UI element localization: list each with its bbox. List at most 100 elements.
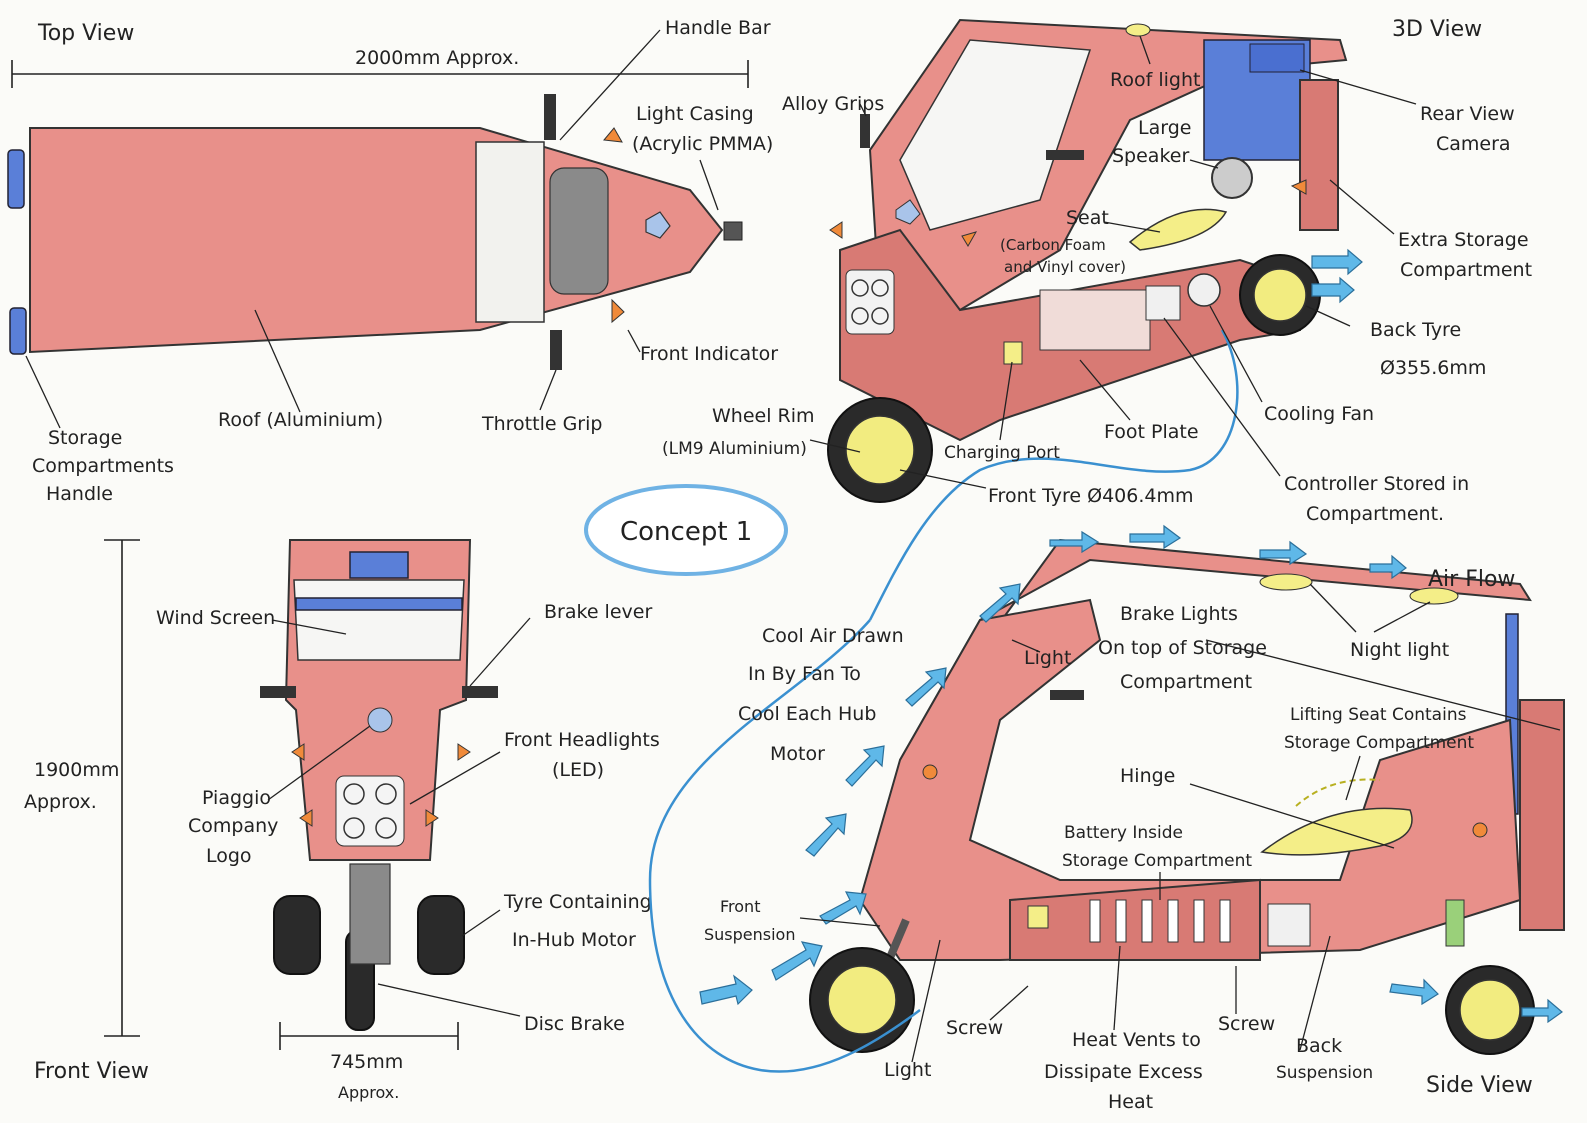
label-brake-lights-3: Compartment	[1120, 671, 1252, 693]
label-speaker-2: Speaker	[1112, 145, 1189, 167]
speaker-icon	[1211, 157, 1253, 199]
side-view: Side View	[648, 524, 1565, 1113]
label-lifting-seat-1: Lifting Seat Contains	[1290, 705, 1467, 725]
three-d-air-arrow-2	[1311, 276, 1355, 304]
label-screw-left: Screw	[946, 1017, 1003, 1039]
air-arrow-7	[979, 583, 1021, 623]
charging-port-icon	[1003, 341, 1023, 365]
indicator-top-icon	[603, 127, 623, 143]
label-controller-1: Controller Stored in	[1284, 473, 1469, 495]
three-d-windscreen	[899, 39, 1092, 231]
label-front-suspension-2: Suspension	[704, 925, 795, 944]
label-brake-lights-2: On top of Storage	[1098, 637, 1267, 659]
leader-logo	[267, 725, 371, 801]
side-air-arrows	[699, 524, 1563, 1024]
side-charging-icon	[1027, 905, 1049, 929]
air-arrow-11	[1369, 554, 1407, 580]
front-view: Front View 1900mm Approx. 745mm Approx.	[24, 539, 660, 1102]
light-casing-icon	[723, 221, 743, 241]
height-dimension-2: Approx.	[24, 791, 97, 813]
leader-controller	[1163, 317, 1281, 477]
side-heat-vents	[1089, 899, 1231, 943]
label-hinge: Hinge	[1120, 765, 1175, 787]
leader-disc-brake	[377, 983, 521, 1017]
label-rear-camera-2: Camera	[1436, 133, 1511, 155]
label-foot-plate: Foot Plate	[1104, 421, 1199, 443]
rear-light-icon	[1472, 822, 1488, 838]
label-brake-lever: Brake lever	[544, 601, 652, 623]
label-logo-1: Piaggio	[202, 787, 271, 809]
leader-lifting-seat	[1345, 755, 1361, 801]
front-left-tyre	[273, 895, 321, 975]
leader-screw-left	[989, 985, 1029, 1021]
leader-night-light-1	[1309, 583, 1357, 633]
vent-panel	[1039, 289, 1151, 351]
label-logo-3: Logo	[206, 845, 252, 867]
side-grip-icon	[1050, 690, 1084, 700]
front-indicator-low-right	[425, 809, 439, 827]
label-front-indicator: Front Indicator	[640, 343, 778, 365]
label-battery-1: Battery Inside	[1064, 823, 1183, 843]
label-seat-note-2: and Vinyl cover)	[1004, 258, 1126, 276]
label-seat-note-1: (Carbon Foam	[1000, 236, 1106, 254]
air-arrow-6	[905, 667, 947, 707]
label-logo-2: Company	[188, 815, 278, 837]
controller-plate	[1145, 285, 1181, 321]
leader-hinge	[1189, 783, 1395, 849]
side-storage-box	[1519, 699, 1565, 931]
leader-brake-lights	[1205, 639, 1561, 731]
front-right-tyre	[417, 895, 465, 975]
label-night-light: Night light	[1350, 639, 1449, 661]
leader-tyre-motor	[461, 909, 501, 937]
label-wheel-rim-1: Wheel Rim	[712, 405, 815, 427]
label-cool-air-2: In By Fan To	[748, 663, 861, 685]
label-extra-storage-1: Extra Storage	[1398, 229, 1529, 251]
air-arrow-4	[805, 813, 847, 857]
side-view-title: Side View	[1426, 1073, 1533, 1098]
label-handle-bar: Handle Bar	[665, 17, 771, 39]
front-indicator-left	[291, 743, 305, 761]
front-headlight-cluster	[335, 775, 405, 847]
label-roof-light: Roof light	[1110, 69, 1200, 91]
label-heat-vents-1: Heat Vents to	[1072, 1029, 1201, 1051]
three-d-back-rim	[1253, 268, 1307, 322]
leader-throttle	[539, 369, 557, 411]
storage-handle-bottom	[9, 307, 27, 355]
cooling-air-path-top	[868, 329, 1239, 621]
label-wheel-rim-2: (LM9 Aluminium)	[662, 439, 807, 459]
leader-extra-storage	[1329, 179, 1395, 235]
leader-light-top	[1011, 639, 1041, 653]
label-cool-air-4: Motor	[770, 743, 825, 765]
leader-camera	[1299, 69, 1417, 105]
label-back-tyre-2: Ø355.6mm	[1380, 357, 1486, 379]
three-d-headlight-icon	[845, 269, 895, 335]
front-indicator-icon	[611, 298, 625, 324]
leader-light-bottom	[911, 939, 941, 1063]
label-speaker-1: Large	[1138, 117, 1191, 139]
leader-heat-vents	[1113, 945, 1121, 1031]
label-back-suspension-1: Back	[1296, 1035, 1342, 1057]
air-arrow-13	[1521, 998, 1563, 1024]
label-front-tyre: Front Tyre Ø406.4mm	[988, 485, 1193, 507]
cooling-air-path-side	[648, 619, 921, 1073]
air-arrow-3	[819, 891, 867, 925]
roof-light-icon	[1125, 23, 1151, 37]
label-back-tyre-1: Back Tyre	[1370, 319, 1461, 341]
concept-badge: Concept 1	[584, 484, 788, 576]
front-indicator-low-left	[299, 809, 313, 827]
label-front-suspension-1: Front	[720, 897, 760, 916]
lifted-seat-outline	[1295, 778, 1381, 807]
side-front-rim	[827, 965, 897, 1035]
air-arrow-12	[1389, 978, 1439, 1006]
label-lifting-seat-2: Storage Compartment	[1284, 733, 1474, 753]
front-indicator-right	[457, 743, 471, 761]
throttle-grip-icon	[550, 330, 562, 370]
back-suspension-icon	[1445, 899, 1465, 947]
leader-roof-light	[1139, 35, 1151, 65]
label-light-bottom: Light	[884, 1059, 931, 1081]
leader-night-light-2	[1373, 601, 1431, 633]
label-disc-brake: Disc Brake	[524, 1013, 625, 1035]
disc-brake-icon	[349, 863, 391, 965]
leader-front-tyre	[899, 469, 987, 489]
